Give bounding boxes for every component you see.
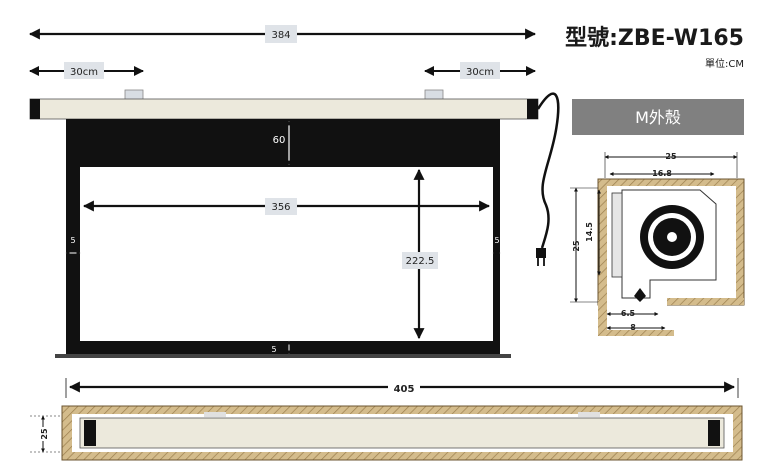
right-bracket: [424, 89, 444, 101]
housing-inner-height-dimension: 14.5: [585, 189, 601, 276]
viewing-height-label: 222.5: [406, 256, 435, 267]
power-cord: [536, 92, 560, 266]
left-bracket: [124, 89, 144, 101]
housing-header: M外殼: [572, 99, 744, 135]
housing-inner-width-dimension: 16.8: [609, 169, 715, 178]
housing-height-label: 25: [572, 240, 581, 252]
bottom-border-label: 5: [271, 345, 276, 354]
bottom-bar: [55, 354, 511, 358]
housing-width-dimension: 25: [604, 152, 738, 178]
housing-slot-width-dimension: 8: [606, 323, 666, 332]
housing-inner-height-label: 14.5: [585, 222, 594, 242]
right-offset-label: 30cm: [466, 67, 494, 78]
housing-section: [597, 178, 745, 336]
top-border-label: 60: [273, 135, 286, 146]
housing-slot-offset-dimension: 6.5: [606, 309, 659, 318]
ceiling-length-label: 405: [394, 384, 415, 395]
bottom-border-dimension: 5: [271, 340, 291, 355]
overall-width-label: 384: [271, 30, 290, 41]
viewing-height-dimension: 222.5: [402, 168, 438, 340]
housing-slot-offset-label: 6.5: [621, 309, 636, 318]
right-offset-dimension: 30cm: [424, 62, 536, 79]
overall-width-dimension: 384: [28, 25, 537, 43]
right-border-label: 5: [494, 236, 499, 245]
unit-label: 單位:CM: [705, 57, 744, 70]
right-border-dimension: 5: [492, 236, 501, 255]
top-border-dimension: 60: [273, 120, 292, 166]
housing-height-dimension: 25: [570, 187, 598, 303]
housing-inner-width-label: 16.8: [652, 169, 672, 178]
left-border-label: 5: [70, 236, 75, 245]
housing-slot-width-label: 8: [630, 323, 636, 332]
viewing-width-label: 356: [271, 202, 290, 213]
left-offset-dimension: 30cm: [29, 62, 144, 79]
left-offset-label: 30cm: [70, 67, 98, 78]
ceiling-box: [61, 405, 743, 461]
ceiling-length-dimension: 405: [65, 378, 739, 398]
left-border-dimension: 5: [65, 236, 81, 255]
model-title: 型號:ZBE-W165: [565, 26, 744, 51]
housing-bar: [29, 98, 539, 120]
housing-width-label: 25: [665, 152, 677, 161]
housing-label: M外殼: [635, 108, 681, 127]
ceiling-depth-dimension: 25: [30, 415, 62, 453]
ceiling-depth-label: 25: [40, 428, 49, 440]
